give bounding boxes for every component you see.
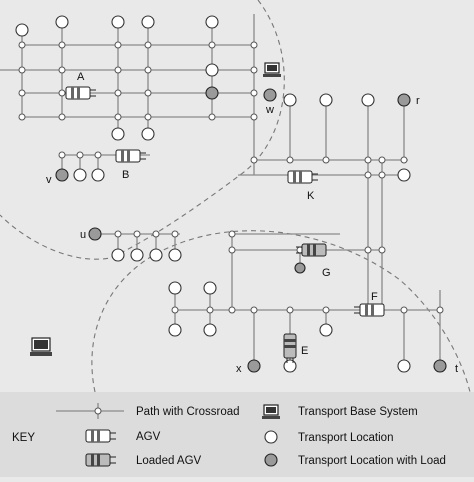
agv-G xyxy=(294,243,327,274)
legend-loaded-agv-icon xyxy=(85,453,116,467)
legend-loaded-location-icon xyxy=(264,453,278,467)
agv-G-label: G xyxy=(322,267,331,279)
station-w-label: w xyxy=(265,104,274,116)
station-v-label: v xyxy=(46,174,52,186)
legend-base-system-icon xyxy=(262,404,280,419)
legend-band xyxy=(0,392,474,477)
legend-location-label: Transport Location xyxy=(298,432,393,444)
legend-base-system-label: Transport Base System xyxy=(298,406,418,418)
agv-A xyxy=(65,86,96,100)
loaded-locations xyxy=(55,86,447,373)
agv-B xyxy=(115,149,146,163)
legend-loaded-location-label: Transport Location with Load xyxy=(298,455,446,467)
base-system-icon xyxy=(263,62,281,77)
agv-E xyxy=(283,333,297,363)
zone-boundary-top xyxy=(0,0,285,260)
crossroad-nodes xyxy=(18,41,444,314)
station-x-label: x xyxy=(236,363,242,375)
station-r-location xyxy=(397,93,411,107)
station-u-label: u xyxy=(80,229,86,241)
station-w-location xyxy=(263,88,277,102)
agv-E-label: E xyxy=(301,345,308,357)
zone-boundary-bottom xyxy=(91,230,471,393)
legend-location-icon xyxy=(264,430,278,444)
station-t-label: t xyxy=(455,363,458,375)
legend-agv-icon xyxy=(85,429,116,443)
station-r-label: r xyxy=(416,95,420,107)
station-v-location xyxy=(55,168,69,182)
station-u-location xyxy=(88,227,102,241)
agv-F xyxy=(354,303,385,317)
legend: KEY Path with Crossroad AGV Loaded AGV T… xyxy=(12,403,446,467)
agv-B-label: B xyxy=(122,169,129,181)
transport-locations xyxy=(15,15,411,373)
station-x-location xyxy=(247,359,261,373)
legend-path-symbol xyxy=(56,403,124,419)
base-system-icon xyxy=(30,337,52,356)
legend-agv-label: AGV xyxy=(136,431,161,443)
legend-loaded-agv-label: Loaded AGV xyxy=(136,455,202,467)
legend-key-title: KEY xyxy=(12,432,35,444)
station-t-location xyxy=(433,359,447,373)
agv-K-label: K xyxy=(307,190,315,202)
agv-F-label: F xyxy=(371,291,378,303)
agv-K xyxy=(287,170,318,184)
agv-A-label: A xyxy=(77,71,85,83)
legend-path-label: Path with Crossroad xyxy=(136,406,240,418)
